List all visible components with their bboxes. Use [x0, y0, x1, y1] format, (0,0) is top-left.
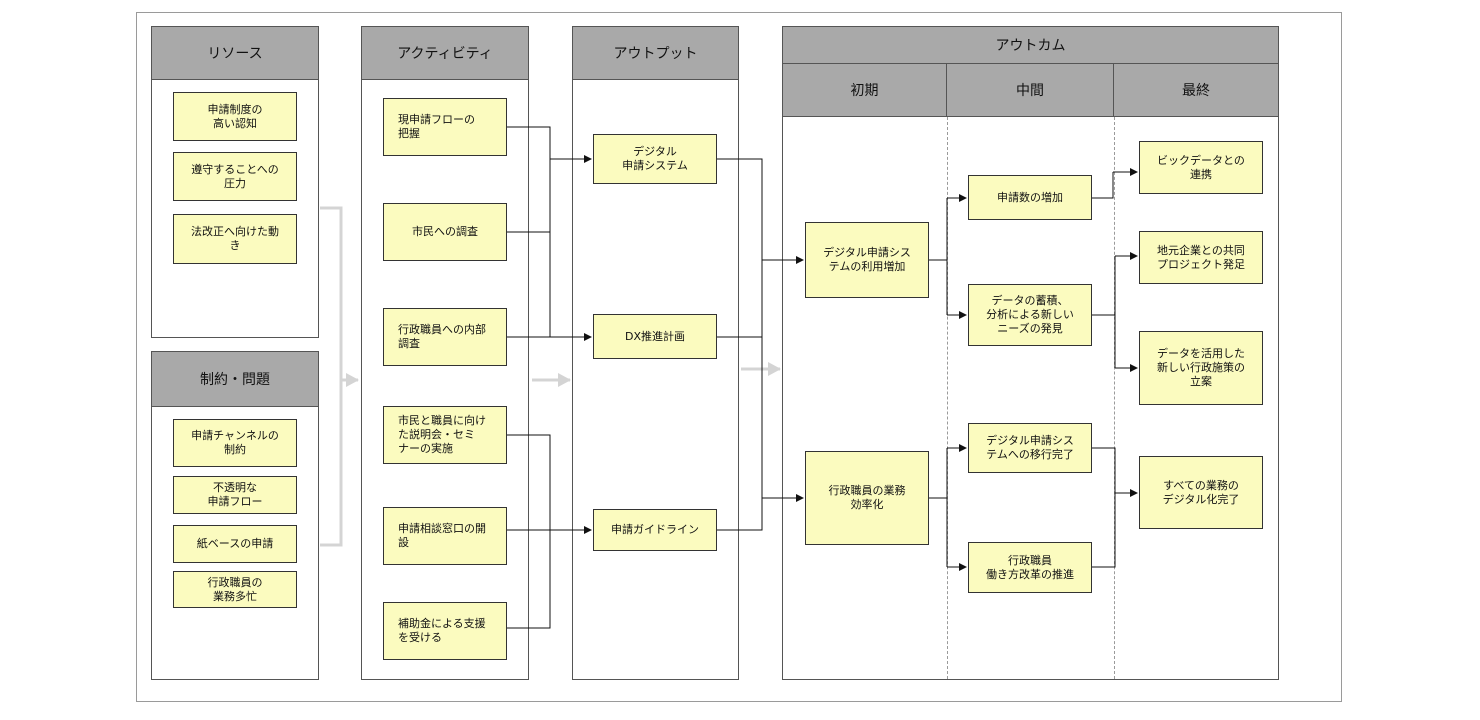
outcomes-middle-header: 中間	[947, 64, 1114, 117]
outputs-header: アウトプット	[572, 26, 739, 80]
resource-item-3: 法改正へ向けた動 き	[173, 214, 297, 264]
activity-item-2: 市民への調査	[383, 203, 507, 261]
column-flow-arrows	[320, 206, 781, 547]
outcomes-final-header: 最終	[1114, 64, 1278, 117]
final-outcome-1: ビックデータとの 連携	[1139, 141, 1263, 194]
constraint-item-1: 申請チャンネルの 制約	[173, 419, 297, 467]
output-item-3: 申請ガイドライン	[593, 509, 717, 551]
middle-outcome-2: データの蓄積、 分析による新しい ニーズの発見	[968, 284, 1092, 346]
constraint-item-2: 不透明な 申請フロー	[173, 476, 297, 514]
resources-header: リソース	[151, 26, 319, 80]
initial-outcome-1: デジタル申請シス テムの利用増加	[805, 222, 929, 298]
activity-item-3: 行政職員への内部 調査	[383, 308, 507, 366]
activity-item-4: 市民と職員に向け た説明会・セミ ナーの実施	[383, 406, 507, 464]
middle-outcome-1: 申請数の増加	[968, 175, 1092, 220]
output-item-2: DX推進計画	[593, 314, 717, 359]
activity-item-1: 現申請フローの 把握	[383, 98, 507, 156]
logic-model-frame	[136, 12, 1342, 702]
outcomes-header: アウトカム	[782, 26, 1279, 64]
outcomes-initial-header: 初期	[783, 64, 947, 117]
middle-outcome-3: デジタル申請シス テムへの移行完了	[968, 423, 1092, 473]
output-outcome-connectors	[717, 158, 804, 531]
final-outcome-2: 地元企業との共同 プロジェクト発足	[1139, 231, 1263, 284]
constraints-header: 制約・問題	[151, 351, 319, 407]
resource-item-1: 申請制度の 高い認知	[173, 92, 297, 141]
outcomes-divider-2	[1114, 117, 1115, 679]
final-outcome-4: すべての業務の デジタル化完了	[1139, 456, 1263, 529]
outcomes-divider-1	[947, 117, 948, 679]
resource-item-2: 遵守することへの 圧力	[173, 152, 297, 201]
initial-outcome-2: 行政職員の業務 効率化	[805, 451, 929, 545]
activity-item-6: 補助金による支援 を受ける	[383, 602, 507, 660]
activity-output-connectors	[507, 126, 592, 629]
middle-outcome-4: 行政職員 働き方改革の推進	[968, 542, 1092, 593]
final-outcome-3: データを活用した 新しい行政施策の 立案	[1139, 331, 1263, 405]
middle-final-connectors	[1092, 168, 1138, 568]
output-item-1: デジタル 申請システム	[593, 134, 717, 184]
constraint-item-4: 行政職員の 業務多忙	[173, 571, 297, 608]
bracket-inputs	[320, 206, 343, 547]
initial-middle-connectors	[929, 194, 967, 571]
activities-header: アクティビティ	[361, 26, 529, 80]
activity-item-5: 申請相談窓口の開 設	[383, 507, 507, 565]
constraint-item-3: 紙ベースの申請	[173, 525, 297, 563]
